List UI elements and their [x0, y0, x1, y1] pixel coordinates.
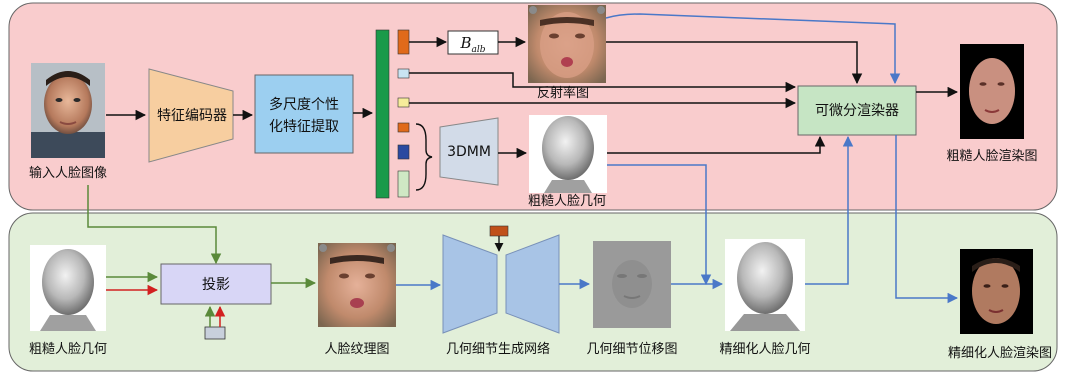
feature-vector-bar	[376, 30, 389, 198]
coarse-render-label: 粗糙人脸渲染图	[946, 149, 1037, 164]
coarse-geometry-label-stage2: 粗糙人脸几何	[29, 341, 107, 357]
coarse-render-image	[960, 44, 1024, 139]
face-texture-image	[318, 243, 396, 327]
input-face-image	[31, 63, 105, 158]
displacement-map-label: 几何细节位移图	[586, 341, 677, 357]
latent-code-chunk	[490, 226, 508, 236]
renderer-label: 可微分渲染器	[815, 103, 899, 119]
detail-network-label: 几何细节生成网络	[446, 341, 550, 357]
refined-render-label: 精细化人脸渲染图	[948, 346, 1052, 361]
refined-render-image	[960, 249, 1033, 334]
albedo-map-image	[528, 5, 606, 83]
displacement-map-image	[593, 241, 671, 328]
coarse-geometry-image-stage2	[30, 245, 106, 331]
feature-encoder-label: 特征编码器	[157, 108, 227, 124]
refined-geometry-label: 精细化人脸几何	[719, 341, 810, 357]
multiscale-label-line2: 化特征提取	[269, 119, 339, 135]
coarse-geometry-label: 粗糙人脸几何	[528, 193, 606, 209]
id-code-chunk	[398, 171, 409, 197]
albedo-code-chunk	[398, 30, 409, 54]
multiscale-feature-block	[255, 75, 353, 153]
projection-label: 投影	[202, 277, 230, 293]
light-code-chunk	[398, 69, 409, 78]
shape-code-chunk	[398, 123, 409, 132]
camera-params-box	[205, 327, 225, 339]
refined-geometry-image	[725, 239, 805, 331]
expr-code-chunk	[398, 145, 409, 159]
3dmm-label: 3DMM	[447, 144, 491, 160]
multiscale-label-line1: 多尺度个性	[269, 96, 339, 113]
pose-code-chunk	[398, 98, 409, 107]
face-texture-label: 人脸纹理图	[324, 342, 389, 357]
input-face-label: 输入人脸图像	[29, 165, 107, 181]
coarse-geometry-image	[529, 115, 607, 193]
